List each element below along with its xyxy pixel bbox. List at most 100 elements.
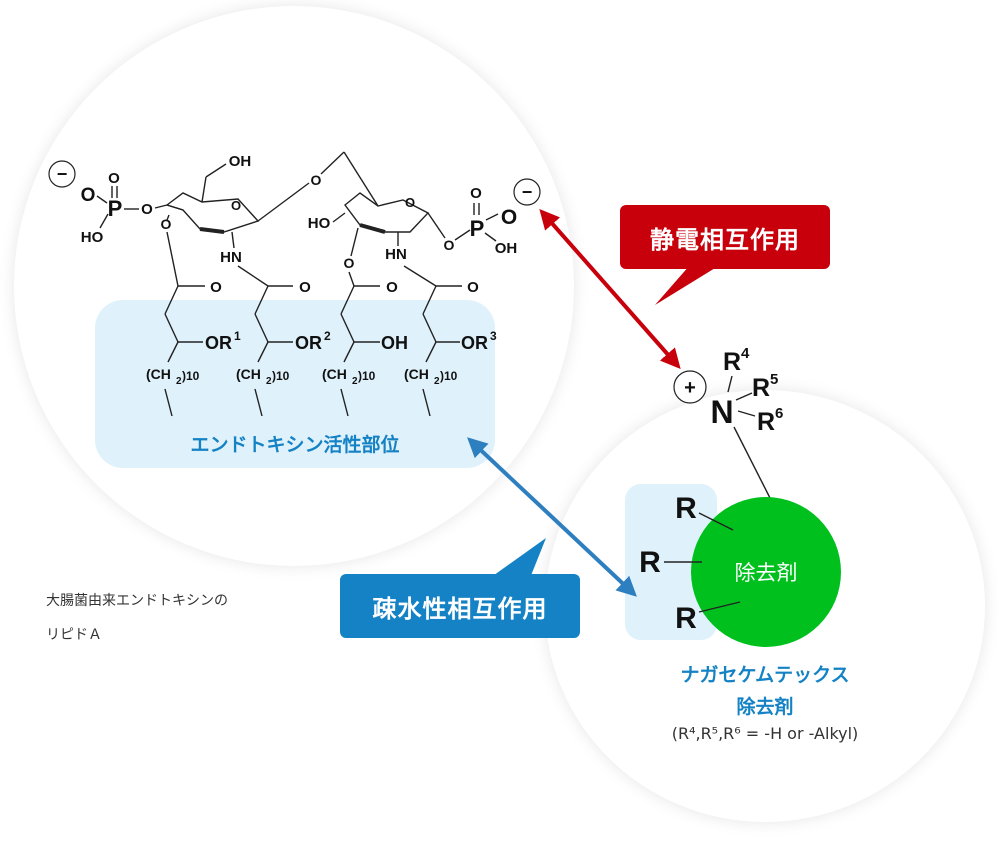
atom-label: 2 <box>176 376 182 387</box>
chemical-bond <box>340 285 355 315</box>
atom-label: 2 <box>266 376 272 387</box>
chemical-bond <box>254 313 269 343</box>
chemical-bond <box>344 192 430 233</box>
chemical-bond <box>340 313 355 343</box>
chemical-bond <box>359 223 386 234</box>
plus-symbol: + <box>684 377 696 399</box>
atom-label: 2 <box>434 376 440 387</box>
chemical-bond <box>737 410 756 417</box>
chemical-bond <box>199 227 225 234</box>
atom-label: O <box>470 185 482 202</box>
chemical-bond <box>427 212 446 239</box>
atom-label: )10 <box>440 369 458 383</box>
atom-label: O <box>161 216 172 232</box>
atom-label: O <box>386 279 398 296</box>
chemical-bond <box>403 265 437 287</box>
hydrophobic-arrow <box>467 437 637 597</box>
atom-label: O <box>444 237 455 253</box>
minus-symbol: − <box>57 164 68 184</box>
atom-label: (CH <box>236 366 261 382</box>
negative-charge-icon <box>513 178 541 206</box>
chemical-bond <box>166 231 179 287</box>
chemical-bond <box>154 204 168 209</box>
atom-label: R <box>723 348 741 376</box>
chemical-bond <box>165 192 260 233</box>
atom-label: )10 <box>272 369 290 383</box>
atom-label: O <box>344 255 355 271</box>
atom-label: O <box>311 172 322 188</box>
hydrophobic-interaction-callout: 疎水性相互作用 <box>340 574 580 638</box>
atom-label: 4 <box>741 345 750 362</box>
atom-label: OR <box>295 333 322 353</box>
atom-label: HO <box>308 215 331 232</box>
atom-label: (CH <box>404 366 429 382</box>
chemical-bond <box>422 313 437 343</box>
chemical-bond <box>350 227 359 257</box>
chemical-bond <box>166 214 170 221</box>
endotoxin-active-site-label: エンドトキシン活性部位 <box>190 433 399 456</box>
chemical-bond <box>343 151 379 207</box>
chemical-bond <box>454 229 471 241</box>
atom-label: HN <box>220 249 242 266</box>
chemical-bond <box>164 313 179 343</box>
chemical-bond <box>343 341 355 363</box>
chemical-bond <box>99 213 109 229</box>
atom-label: O <box>141 201 153 218</box>
chemical-bond <box>340 388 349 417</box>
atom-label: 5 <box>770 371 778 388</box>
atom-label: 2 <box>324 329 331 343</box>
chemical-bond <box>727 375 733 393</box>
chemical-bond <box>166 204 184 211</box>
atom-label: O <box>231 198 241 213</box>
chemical-bond <box>332 212 346 223</box>
chemical-bond <box>348 271 355 287</box>
atom-label: HO <box>81 229 104 246</box>
atom-label: (CH <box>146 366 171 382</box>
chemical-bond <box>201 176 207 203</box>
atom-label: P <box>108 196 123 221</box>
atom-label: R <box>757 408 775 436</box>
lipid-a-structure: − O P O HO O O OH O HN O O HO O <box>48 151 541 417</box>
chemical-bond <box>205 163 227 178</box>
chemical-bond <box>485 213 499 221</box>
chemical-bond <box>257 182 310 222</box>
atom-label: P <box>470 216 485 241</box>
atom-label: O <box>81 185 96 206</box>
chemical-bond <box>257 341 269 363</box>
atom-label: O <box>299 279 311 296</box>
chemical-bond <box>254 388 263 417</box>
atom-label: 1 <box>234 329 241 343</box>
atom-label: OR <box>205 333 232 353</box>
atom-label: )10 <box>182 369 200 383</box>
chemical-bond <box>422 285 437 315</box>
atom-label: R <box>752 374 770 402</box>
atom-label: O <box>108 170 120 187</box>
chemical-bond <box>425 341 437 363</box>
atom-label: OH <box>229 153 252 170</box>
lipid-a-caption-line2: リピドＡ <box>46 627 102 643</box>
atom-label: O <box>210 279 222 296</box>
chemical-bond <box>733 426 771 499</box>
atom-label: (CH <box>322 366 347 382</box>
alkyl-group-label: R <box>675 492 697 525</box>
chemical-bond <box>231 231 235 249</box>
chemical-bond <box>698 601 741 613</box>
lipid-a-caption-line1: 大腸菌由来エンドトキシンの <box>46 593 228 609</box>
chemical-bond <box>96 195 108 204</box>
chemical-bond <box>320 151 345 175</box>
chemical-bond <box>422 388 431 417</box>
chemical-bond <box>484 232 497 242</box>
atom-label: OH <box>381 333 408 353</box>
electrostatic-callout-tail <box>655 265 720 305</box>
positive-charge-icon <box>673 370 707 404</box>
atom-label: )10 <box>358 369 376 383</box>
remover-product-label: 除去剤 <box>736 696 794 718</box>
atom-label: HN <box>385 246 407 263</box>
atom-label: O <box>467 279 479 296</box>
atom-label: 3 <box>490 329 497 343</box>
remover-core-label: 除去剤 <box>735 562 798 585</box>
hydrophobic-callout-tail <box>490 538 546 578</box>
atom-label: O <box>405 195 415 210</box>
remover-core-sphere <box>691 497 841 647</box>
remover-structure: + N R 4 R 5 R 6 除去剤 R R R <box>639 345 841 647</box>
